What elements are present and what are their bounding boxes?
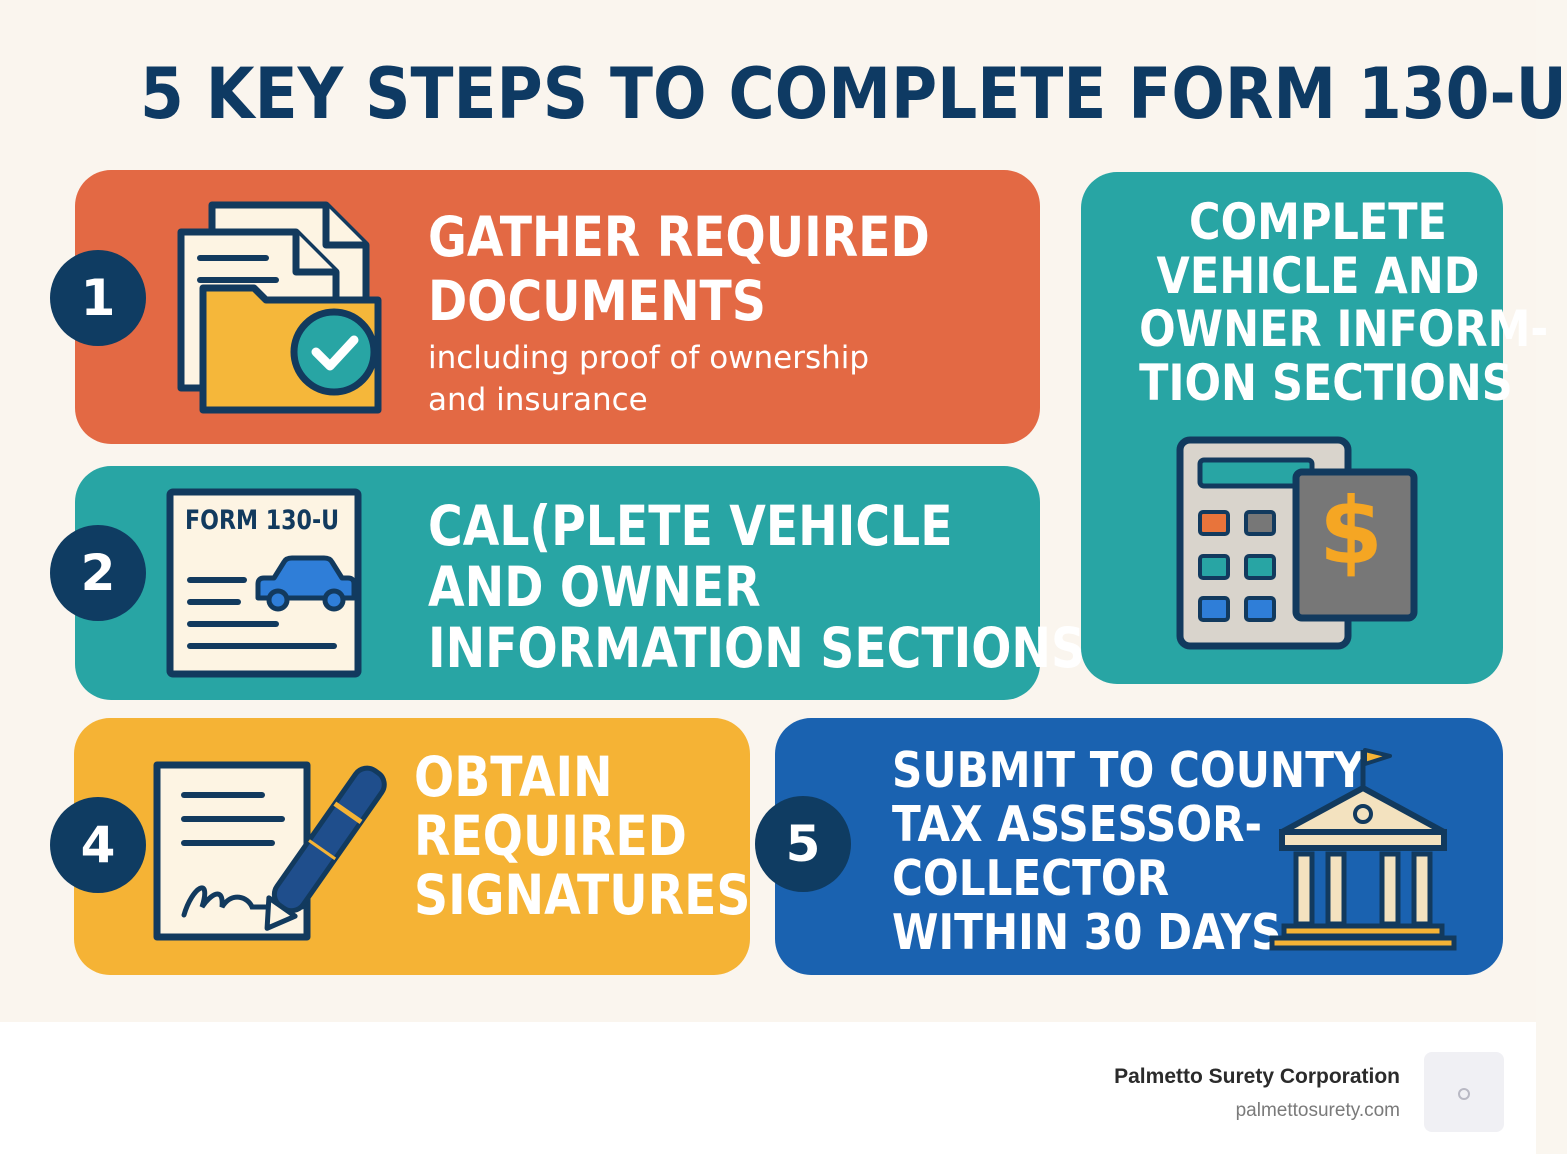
step-4-heading: OBTAIN REQUIRED SIGNATURES (414, 748, 750, 925)
step-5-heading-line-4: WITHIN 30 DAYS (892, 903, 1282, 961)
step-3-heading-line-4: TION SECTIONS (1139, 353, 1513, 412)
step-3-heading-line-3: OWNER INFORM- (1139, 300, 1549, 358)
company-logo-icon (1424, 1052, 1504, 1132)
form-label: FORM 130-U (185, 505, 340, 536)
step-4-heading-line-1: OBTAIN (414, 745, 613, 809)
company-name: Palmetto Surety Corporation (1114, 1065, 1400, 1088)
step-2-heading-line-1: CAL(PLETE VEHICLE (428, 494, 953, 558)
footer (0, 1022, 1536, 1154)
step-1-heading: GATHER REQUIRED DOCUMENTS (428, 205, 930, 334)
government-building-icon (1268, 742, 1458, 959)
step-1-number-badge: 1 (50, 250, 146, 346)
step-2-heading: CAL(PLETE VEHICLE AND OWNER INFORMATION … (428, 494, 1086, 681)
step-3-heading: COMPLETE VEHICLE AND OWNER INFORM- TION … (1139, 193, 1549, 412)
step-1-description: including proof of ownership and insuran… (428, 338, 869, 421)
company-url[interactable]: palmettosurety.com (1235, 1100, 1400, 1121)
step-5-number-badge: 5 (755, 796, 851, 892)
step-1-description-line-2: and insurance (428, 381, 648, 418)
step-1-description-line-1: including proof of ownership (428, 340, 870, 376)
dollar-symbol: $ (1319, 478, 1384, 585)
step-1-heading-line-1: GATHER REQUIRED (428, 205, 930, 269)
step-4-heading-line-3: SIGNATURES (414, 862, 751, 927)
step-2-number-badge: 2 (50, 525, 146, 621)
step-2-heading-line-2: AND OWNER (428, 555, 761, 620)
document-pen-signature-icon (152, 757, 397, 948)
form-car-icon (166, 488, 366, 685)
step-3-heading-line-2: VEHICLE AND (1156, 246, 1480, 305)
step-5-heading-line-3: COLLECTOR (892, 849, 1170, 907)
step-5-heading-line-1: SUBMIT TO COUNTY (892, 742, 1365, 799)
step-5-heading-line-2: TAX ASSESSOR- (892, 795, 1263, 853)
step-4-heading-line-2: REQUIRED (414, 803, 687, 868)
step-4-number-badge: 4 (50, 797, 146, 893)
documents-folder-check-icon (176, 200, 386, 425)
step-1-heading-line-2: DOCUMENTS (428, 268, 766, 333)
step-2-heading-line-3: INFORMATION SECTIONS (428, 616, 1086, 681)
step-3-heading-line-1: COMPLETE (1189, 193, 1447, 251)
step-5-heading: SUBMIT TO COUNTY TAX ASSESSOR- COLLECTOR… (892, 744, 1364, 960)
calculator-dollar-icon (1176, 436, 1422, 657)
page-title: 5 KEY STEPS TO COMPLETE FORM 130-U (140, 53, 1567, 135)
